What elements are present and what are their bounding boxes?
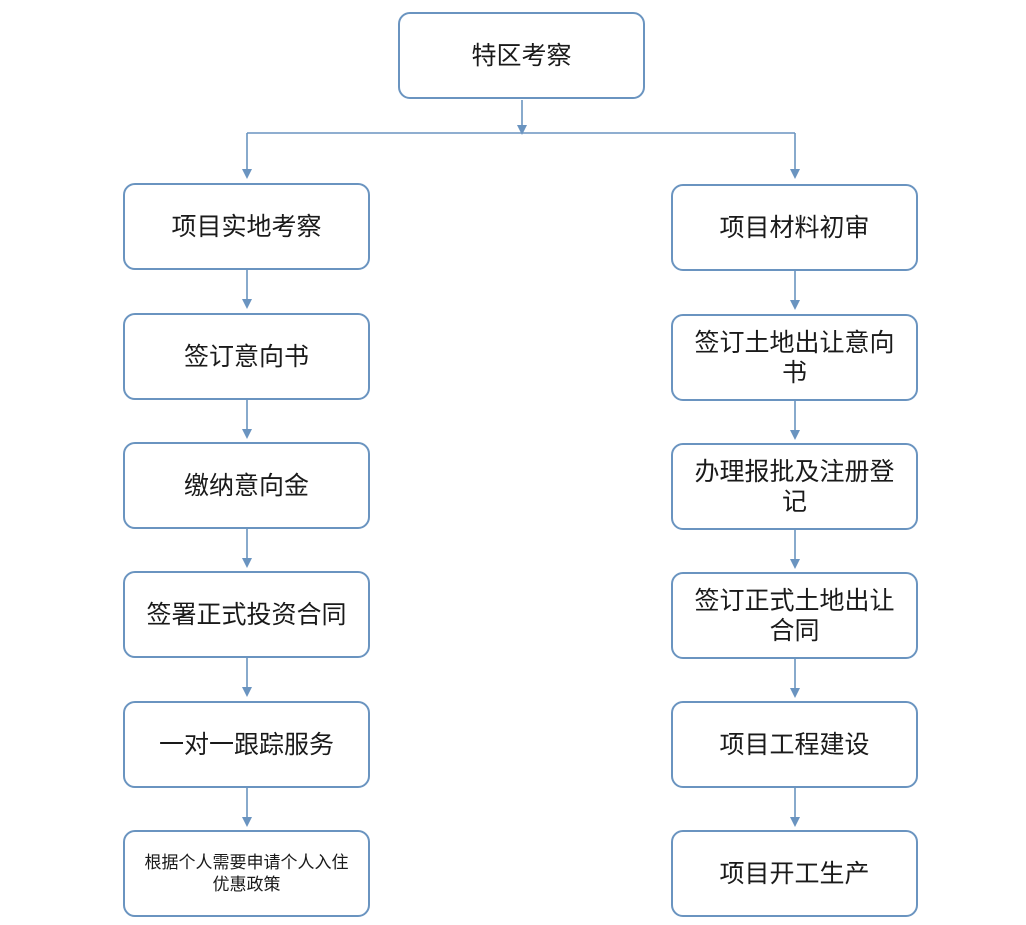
node-right-6: 项目开工生产 (671, 830, 918, 917)
node-left-6: 根据个人需要申请个人入住优惠政策 (123, 830, 370, 917)
node-left-1: 项目实地考察 (123, 183, 370, 270)
node-left-2: 签订意向书 (123, 313, 370, 400)
node-left-3-label: 缴纳意向金 (183, 470, 309, 500)
node-left-2-label: 签订意向书 (183, 341, 309, 371)
node-right-1-label: 项目材料初审 (719, 212, 870, 242)
node-left-4-label: 签署正式投资合同 (146, 599, 347, 629)
node-top-label: 特区考察 (471, 40, 572, 70)
node-right-2-label: 签订土地出让意向书 (694, 327, 895, 387)
node-right-5: 项目工程建设 (671, 701, 918, 788)
node-left-1-label: 项目实地考察 (171, 211, 322, 241)
node-right-6-label: 项目开工生产 (719, 858, 870, 888)
node-right-3: 办理报批及注册登记 (671, 443, 918, 530)
node-left-5: 一对一跟踪服务 (123, 701, 370, 788)
node-right-5-label: 项目工程建设 (719, 729, 870, 759)
node-right-3-label: 办理报批及注册登记 (694, 456, 895, 516)
node-left-4: 签署正式投资合同 (123, 571, 370, 658)
node-left-5-label: 一对一跟踪服务 (158, 729, 334, 759)
node-right-4: 签订正式土地出让合同 (671, 572, 918, 659)
node-left-3: 缴纳意向金 (123, 442, 370, 529)
node-right-1: 项目材料初审 (671, 184, 918, 271)
node-right-4-label: 签订正式土地出让合同 (694, 585, 895, 645)
node-right-2: 签订土地出让意向书 (671, 314, 918, 401)
node-top: 特区考察 (398, 12, 645, 99)
node-left-6-label: 根据个人需要申请个人入住优惠政策 (144, 852, 349, 895)
